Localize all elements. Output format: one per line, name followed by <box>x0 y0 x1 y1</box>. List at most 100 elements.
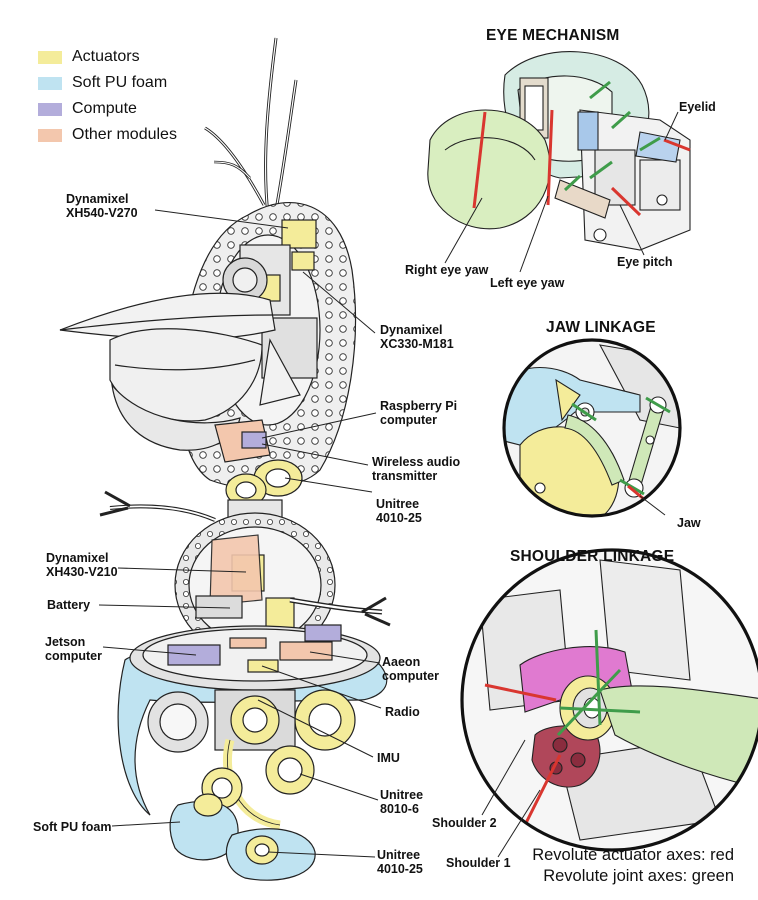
jaw-green-link <box>564 414 625 486</box>
joint-axis <box>639 136 661 152</box>
label-jaw: Jaw <box>677 516 701 530</box>
label-eye-pitch: Eye pitch <box>617 255 673 269</box>
shoulder-leader-lines <box>481 739 541 858</box>
hair-branch <box>264 37 277 216</box>
legend-label: Compute <box>72 100 137 117</box>
label-line: Dynamixel <box>380 323 443 337</box>
legend-item-soft-pu-foam: Soft PU foam <box>38 70 177 96</box>
label-imu: IMU <box>377 751 400 765</box>
head-actuator <box>291 251 315 271</box>
label-line: Unitree <box>380 788 424 802</box>
label-line: Wireless audio <box>372 455 461 469</box>
shoulder-circle-frame <box>460 548 758 852</box>
label-line: Radio <box>385 705 420 719</box>
eye-mechanism-title: EYE MECHANISM <box>486 27 620 44</box>
legend-item-other-modules: Other modules <box>38 122 177 148</box>
actuator-axis <box>663 138 691 152</box>
actuator-axis <box>610 186 642 217</box>
label-line: 4010-25 <box>377 862 423 876</box>
label-line: 8010-6 <box>380 802 419 816</box>
label-line: XH540-V270 <box>66 206 138 220</box>
legend-label: Soft PU foam <box>72 74 168 91</box>
legend-swatch <box>38 102 62 116</box>
label-line: Aaeon <box>382 655 421 669</box>
jaw-linkage-title: JAW LINKAGE <box>546 319 656 336</box>
hair-branch <box>275 79 297 211</box>
head-actuator <box>281 219 317 249</box>
hair-branch <box>204 127 265 206</box>
right-eye-shell <box>427 109 551 230</box>
hair-branch <box>213 161 251 179</box>
label-line: transmitter <box>372 469 438 483</box>
joint-axis <box>645 396 671 414</box>
label-eyelid: Eyelid <box>679 100 716 114</box>
label-line: Unitree <box>376 497 420 511</box>
eye-leader-lines <box>444 111 679 273</box>
label-line: Dynamixel <box>66 192 129 206</box>
label-unitree-8010: Unitree 8010-6 <box>380 788 423 816</box>
label-dynamixel-xh540: Dynamixel XH540-V270 <box>66 192 138 220</box>
caption-joint-axes: Revolute joint axes: green <box>543 867 734 885</box>
shoulder-linkage-title: SHOULDER LINKAGE <box>510 548 675 565</box>
aaeon-module <box>279 641 333 661</box>
label-unitree-4010-lower: Unitree 4010-25 <box>377 848 423 876</box>
legend: Actuators Soft PU foam Compute Other mod… <box>38 44 177 148</box>
actuator-axis <box>546 109 554 206</box>
label-line: Dynamixel <box>46 551 109 565</box>
caption-actuator-axes: Revolute actuator axes: red <box>532 846 734 864</box>
legend-item-actuators: Actuators <box>38 44 177 70</box>
label-line: XC330-M181 <box>380 337 454 351</box>
robot-leader-lines <box>98 209 382 858</box>
joint-axis <box>563 174 582 192</box>
label-line: Jetson <box>45 635 86 649</box>
jaw-circle-frame <box>502 338 682 518</box>
label-wireless-audio: Wireless audio transmitter <box>372 455 460 483</box>
label-line: Unitree <box>377 848 421 862</box>
label-line: Battery <box>47 598 91 612</box>
label-line: 4010-25 <box>376 511 422 525</box>
label-unitree-4010-upper: Unitree 4010-25 <box>376 497 422 525</box>
legend-item-compute: Compute <box>38 96 177 122</box>
legend-swatch <box>38 76 62 90</box>
label-line: Soft PU foam <box>33 820 112 834</box>
label-shoulder-2: Shoulder 2 <box>432 816 497 830</box>
torso-module <box>209 534 263 606</box>
eye-mechanism-drawing <box>427 51 691 251</box>
joint-axis <box>559 706 641 714</box>
legend-label: Other modules <box>72 126 177 143</box>
audio-module <box>241 431 267 449</box>
actuator-axis <box>484 683 557 702</box>
legend-swatch <box>38 50 62 64</box>
label-soft-pu-foam: Soft PU foam <box>33 820 111 834</box>
label-aaeon: Aaeon computer <box>382 655 439 683</box>
label-dynamixel-xc330: Dynamixel XC330-M181 <box>380 323 454 351</box>
actuator-axis <box>472 111 487 209</box>
joint-axis <box>589 160 613 180</box>
label-dynamixel-xh430: Dynamixel XH430-V210 <box>46 551 118 579</box>
label-raspberry-pi: Raspberry Pi computer <box>380 399 457 427</box>
label-jetson: Jetson computer <box>45 635 102 663</box>
label-right-eye-yaw: Right eye yaw <box>405 263 489 277</box>
legend-swatch <box>38 128 62 142</box>
jaw-linkage-drawing <box>504 340 680 516</box>
label-left-eye-yaw: Left eye yaw <box>490 276 565 290</box>
shoulder-linkage-drawing <box>462 550 758 850</box>
foot-actuator <box>193 793 223 817</box>
label-line: computer <box>380 413 437 427</box>
joint-axis <box>556 668 622 737</box>
joint-axis <box>611 110 631 130</box>
robot-drawing <box>59 37 391 881</box>
label-line: Raspberry Pi <box>380 399 458 413</box>
eye-axes <box>472 80 691 217</box>
label-line: computer <box>382 669 439 683</box>
label-line: XH430-V210 <box>46 565 118 579</box>
joint-axis <box>589 80 611 100</box>
jaw-leader-line <box>639 495 666 516</box>
joint-axis <box>619 478 645 496</box>
label-shoulder-1: Shoulder 1 <box>446 856 511 870</box>
legend-label: Actuators <box>72 48 140 65</box>
label-battery: Battery <box>47 598 90 612</box>
label-line: IMU <box>377 751 400 765</box>
joint-axis <box>571 402 597 422</box>
